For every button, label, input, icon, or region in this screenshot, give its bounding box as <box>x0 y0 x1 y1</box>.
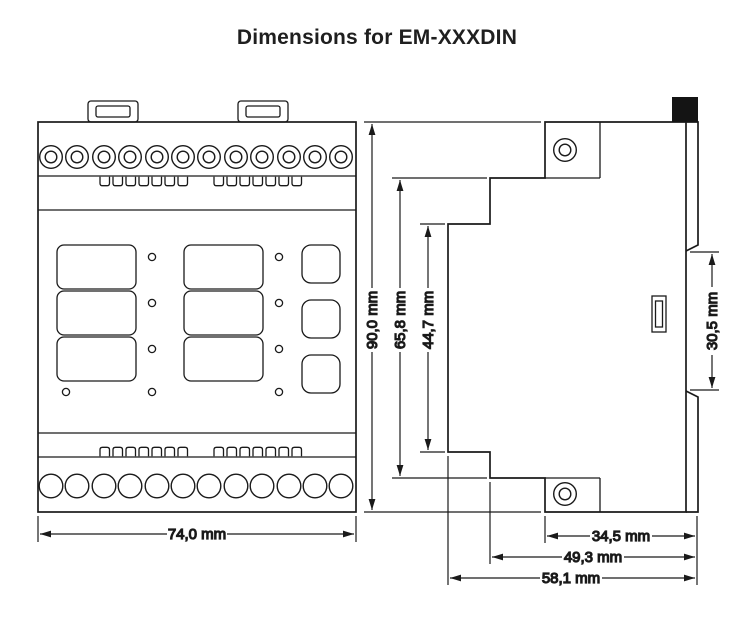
din-rail-hooks <box>685 121 699 513</box>
dim-width: 74,0 mm <box>40 525 354 544</box>
mounting-tabs <box>87 100 289 123</box>
side-view <box>447 97 699 513</box>
dim-depth-total-label: 58,1 mm <box>542 570 600 587</box>
dim-width-label: 74,0 mm <box>168 526 226 543</box>
front-section-lines <box>38 175 356 458</box>
terminals-top-row <box>39 144 353 170</box>
dim-rail-gap: 30,5 mm <box>703 254 722 388</box>
side-profile-outline <box>447 121 687 513</box>
dim-height-total-label: 90,0 mm <box>364 291 381 349</box>
front-buttons <box>301 244 341 394</box>
dimension-annotations: 74,0 mm 90,0 mm 65,8 mm 44,7 mm 30,5 <box>37 121 722 588</box>
dim-depth-collar: 49,3 mm <box>492 548 695 567</box>
side-terminal-blocks <box>545 122 601 512</box>
dim-depth-terminal-label: 34,5 mm <box>592 528 650 545</box>
page-title: Dimensions for EM-XXXDIN <box>236 26 518 49</box>
rail-end-cap <box>672 97 698 122</box>
dim-depth-total: 58,1 mm <box>450 569 695 588</box>
dim-height-mid-label: 65,8 mm <box>392 291 409 349</box>
dim-height-total: 90,0 mm <box>363 124 382 510</box>
dim-height-front-label: 44,7 mm <box>420 291 437 349</box>
dim-depth-terminal: 34,5 mm <box>547 527 695 546</box>
display-windows <box>56 244 264 382</box>
led-indicators <box>61 252 284 397</box>
dim-depth-collar-label: 49,3 mm <box>564 549 622 566</box>
front-view <box>37 100 357 513</box>
din-clip-latch <box>651 295 667 333</box>
terminals-bottom-row <box>38 473 354 499</box>
dim-height-mid: 65,8 mm <box>391 180 410 476</box>
dim-rail-gap-label: 30,5 mm <box>704 292 721 350</box>
extension-lines <box>37 121 719 585</box>
dim-height-front: 44,7 mm <box>419 226 438 450</box>
front-body-outline <box>37 121 357 513</box>
vent-combs <box>100 177 302 457</box>
side-terminal-screws <box>553 137 577 506</box>
